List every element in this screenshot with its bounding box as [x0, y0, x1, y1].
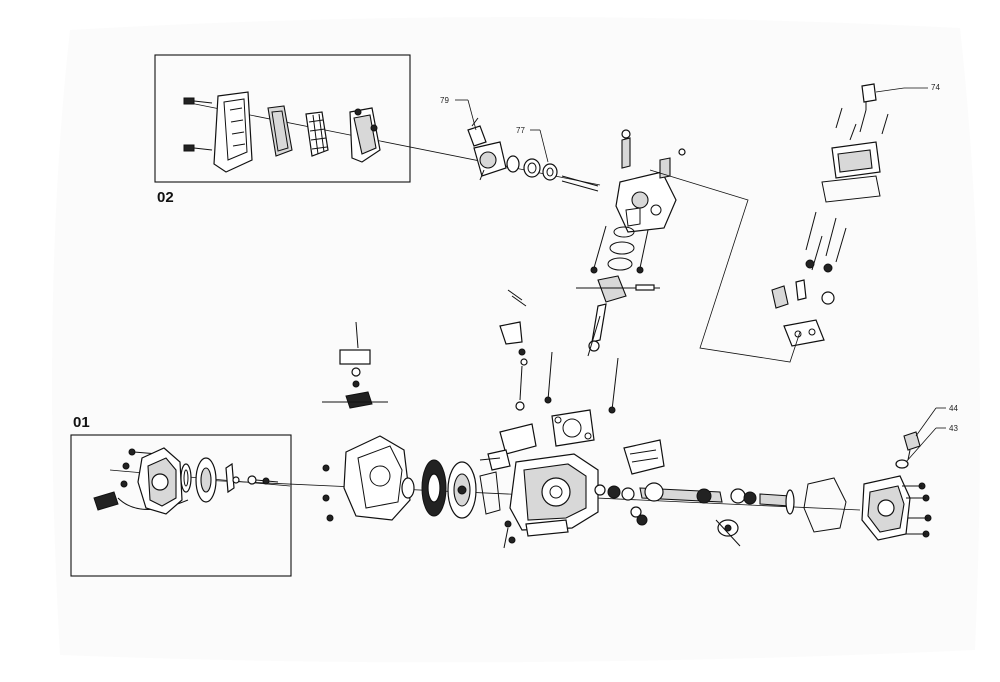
group-01-label: 01: [73, 414, 90, 431]
choke-rods: [499, 289, 528, 411]
group-01-recoil-starter: 01: [70, 414, 292, 577]
governor-linkage: [322, 289, 619, 414]
rocker-base: [783, 319, 825, 347]
fan-wheel: [447, 461, 477, 519]
group-02-frame: [154, 54, 411, 183]
carburetor-assembly: 79 77: [440, 96, 599, 192]
intake-manifold: [479, 423, 537, 471]
air-filter-cover: [213, 91, 253, 173]
group-01-frame: [70, 434, 292, 577]
spark-plug: [861, 83, 877, 110]
callout-77-leader-2: [539, 129, 549, 163]
carburetor-gasket-1: [506, 155, 520, 173]
air-filter-base: [349, 107, 381, 163]
carburetor-body: [467, 117, 507, 181]
starter-spring: [180, 463, 192, 493]
valve-cover: [831, 141, 881, 179]
side-cover-gasket: [803, 477, 847, 533]
starter-pulley: [195, 457, 217, 503]
valve-spring-left: [621, 129, 631, 169]
pushrods: [805, 211, 847, 271]
callout-43: 43: [949, 424, 958, 433]
flywheel: [401, 459, 447, 517]
crankcase-bolts-left: [503, 520, 516, 549]
cylinder-head-assembly: [576, 129, 686, 357]
rocker-arms: [771, 259, 835, 309]
valve-cover-assembly: 74: [649, 83, 940, 363]
starter-screw: [247, 475, 279, 485]
exhaust-deflector: [479, 471, 501, 515]
crankcase: [509, 453, 599, 537]
callout-43-leader: [905, 427, 937, 463]
head-bolts: [544, 351, 619, 414]
starter-handle: [93, 491, 189, 511]
side-cover: [861, 475, 911, 541]
callout-79: 79: [440, 96, 449, 105]
dipstick-44: [903, 431, 921, 461]
callout-44-leader: [915, 407, 937, 437]
lifters: [630, 506, 648, 526]
callout-44: 44: [949, 404, 958, 413]
air-filter-screw-top: [183, 97, 213, 105]
crankshaft-seals: [594, 484, 635, 501]
head-gasket-rings: [607, 226, 635, 271]
group-02-air-filter: 02: [154, 54, 601, 206]
callout-77: 77: [516, 126, 525, 135]
camshaft: [730, 488, 795, 515]
valve-cover-gasket: [821, 175, 881, 203]
connecting-rod: [587, 303, 607, 357]
callout-74: 74: [931, 83, 940, 92]
governor-gear: [715, 519, 741, 547]
piston: [576, 275, 660, 303]
cam-cover: [623, 439, 665, 475]
carburetor-spacer: [523, 158, 541, 178]
air-filter-element: [267, 105, 293, 157]
side-cover-bolts: [902, 482, 932, 538]
cylinder-gasket: [551, 409, 595, 447]
callout-74-leader: [875, 87, 905, 93]
fan-housing: [322, 435, 411, 522]
carburetor-studs: [561, 175, 599, 192]
governor-lever-left: [322, 321, 388, 409]
valves: [590, 225, 649, 274]
air-filter-grid: [305, 111, 329, 157]
carburetor-gasket-2: [542, 163, 558, 181]
crankshaft: [639, 482, 723, 504]
callout-79-leader-2: [467, 99, 477, 131]
starter-ratchet: [225, 462, 240, 494]
cover-bolts: [835, 107, 889, 141]
air-filter-screw-bottom: [183, 144, 213, 152]
assembly-link-line: [649, 169, 801, 363]
starter-housing: [137, 447, 183, 515]
group-02-label: 02: [157, 189, 174, 206]
oil-seal-43: [895, 459, 909, 469]
